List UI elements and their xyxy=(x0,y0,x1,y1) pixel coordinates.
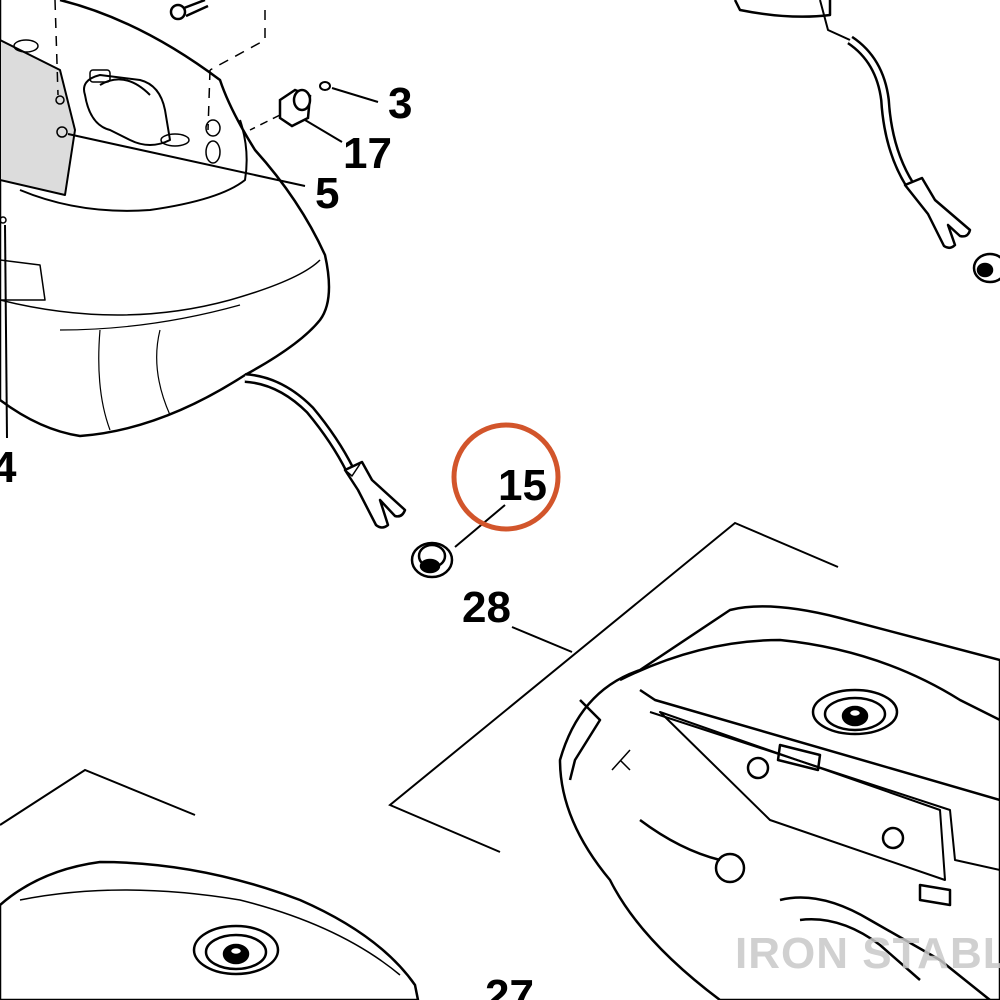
dashed-reference-lines xyxy=(54,0,281,131)
saddlebag-part-28 xyxy=(558,605,1000,1000)
watermark: IRON STABLE xyxy=(735,929,1000,978)
tether-cable-left xyxy=(244,373,407,529)
bolt-top xyxy=(169,0,209,21)
washer-part-3 xyxy=(319,81,331,91)
tether-cable-right xyxy=(733,0,972,249)
callout-5: 5 xyxy=(315,169,339,218)
callout-17: 17 xyxy=(343,129,392,178)
reference-bracket-28 xyxy=(388,521,839,853)
callout-3: 3 xyxy=(388,79,412,128)
leader-lines xyxy=(4,87,573,653)
callout-28: 28 xyxy=(462,583,511,632)
callout-4: 4 xyxy=(0,443,17,492)
callout-27: 27 xyxy=(485,971,534,1000)
grommet-part-15 xyxy=(410,541,454,579)
grommet-part-17 xyxy=(278,88,312,128)
highlight-circle xyxy=(451,422,561,532)
grommet-right xyxy=(972,252,1000,284)
reference-bracket-27 xyxy=(0,768,196,826)
saddlebag-upper-left xyxy=(0,0,331,438)
saddlebag-part-27 xyxy=(0,860,420,1000)
callout-15: 15 xyxy=(498,461,547,510)
